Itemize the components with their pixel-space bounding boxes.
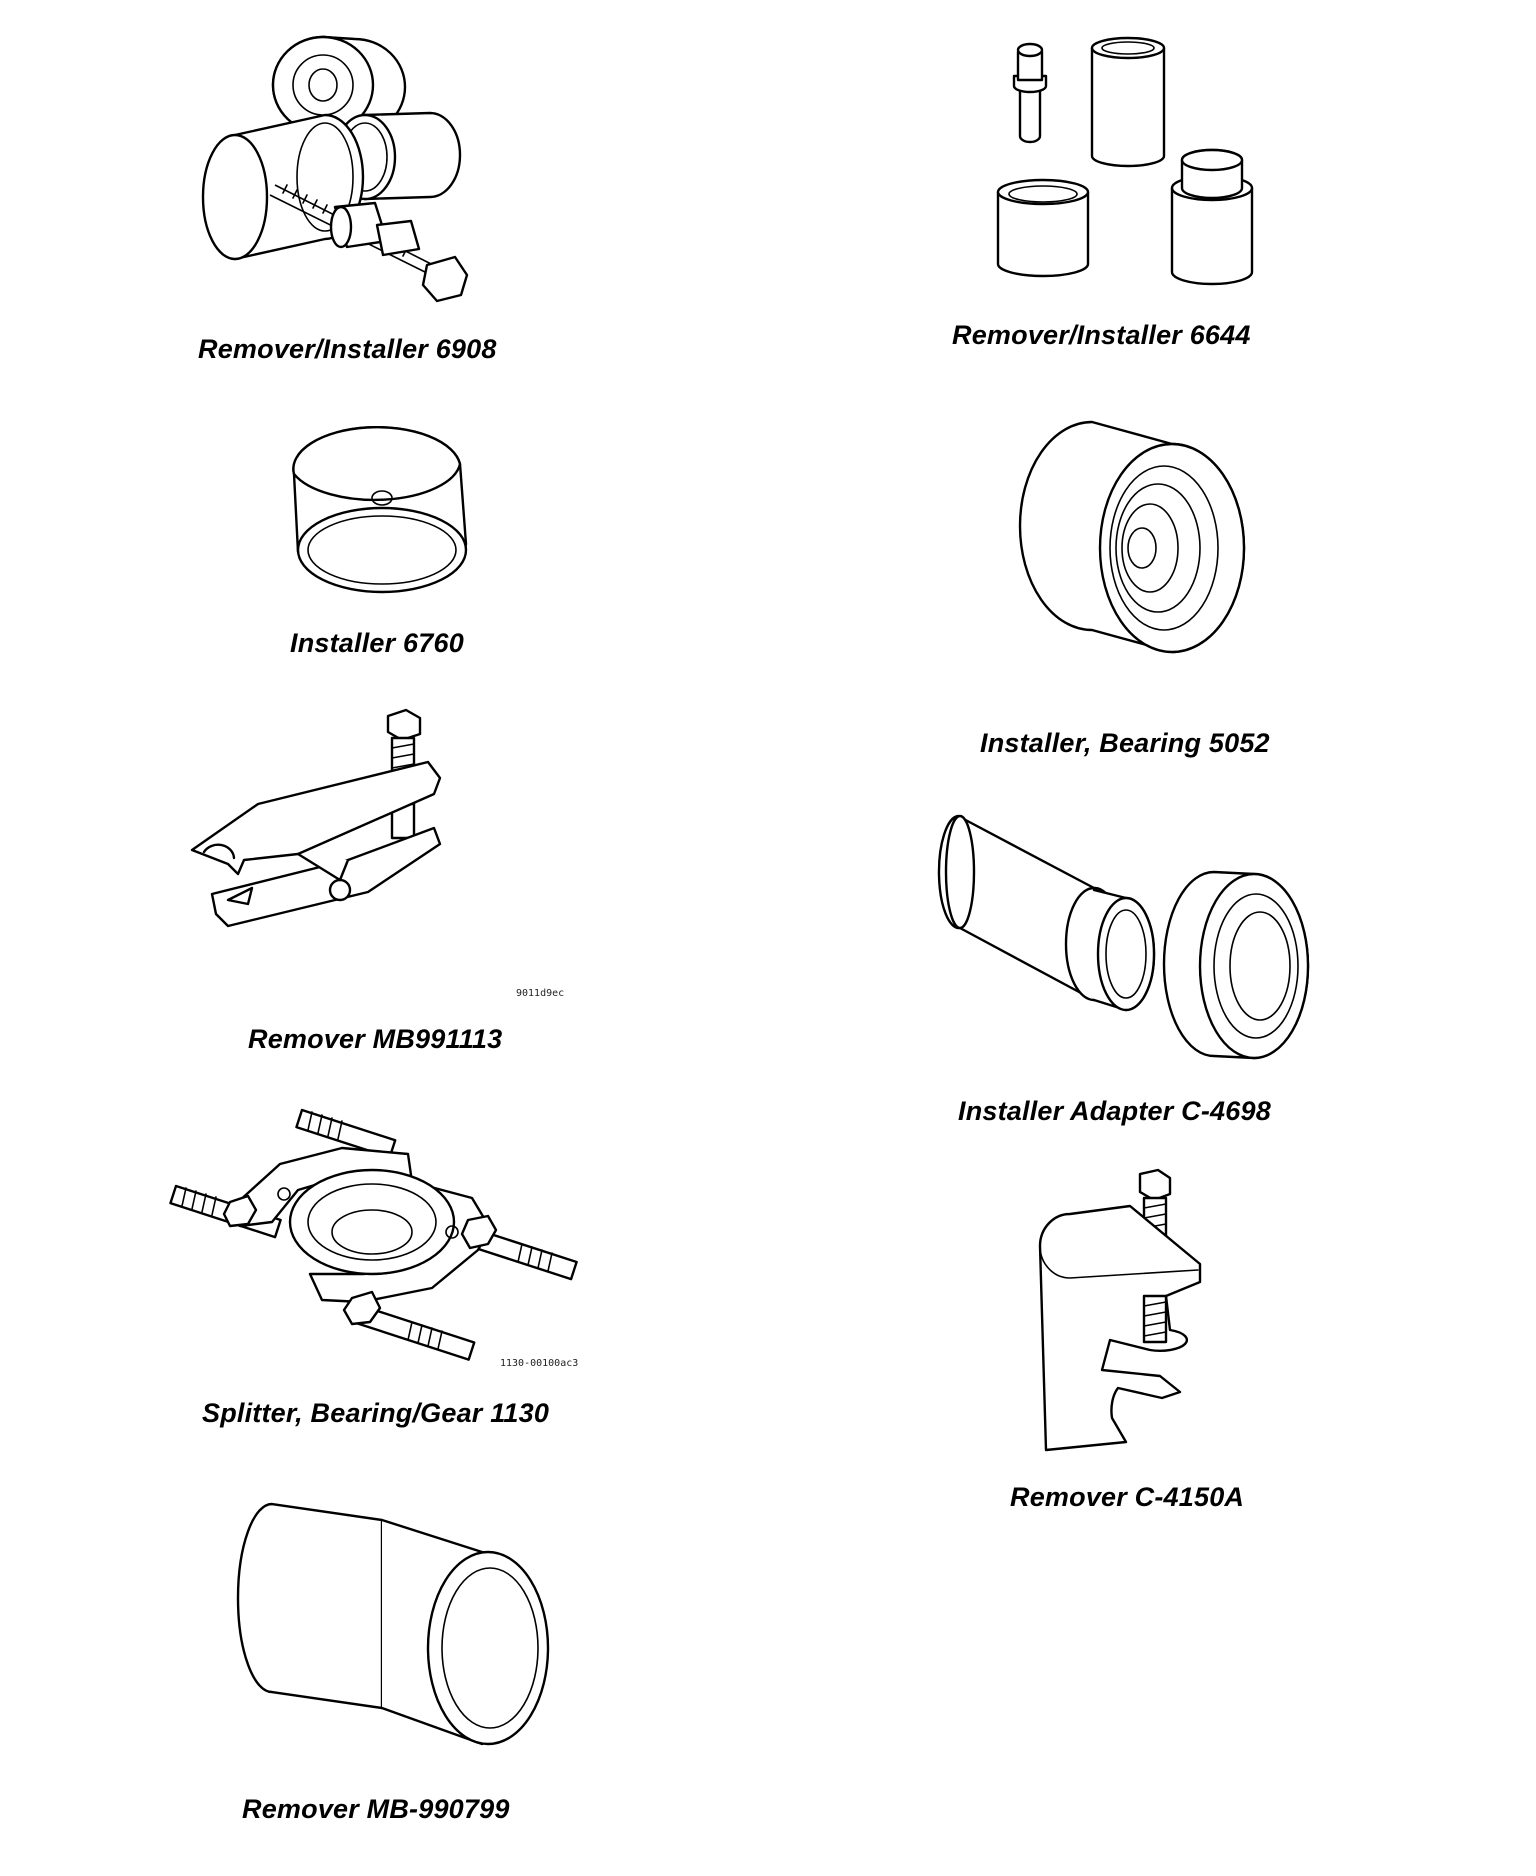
remover-installer-6644-illustration [990,28,1270,300]
tool-caption: Remover MB-990799 [242,1794,510,1824]
part-code: 1130-00100ac3 [500,1358,579,1369]
part-code: 9011d9ec [516,988,565,999]
tool-caption: Splitter, Bearing/Gear 1130 [202,1398,550,1428]
tool-caption: Installer Adapter C-4698 [958,1096,1271,1126]
remover-c-4150a-illustration [1030,1168,1202,1452]
installer-bearing-5052-illustration [1012,418,1252,664]
tool-caption: Installer, Bearing 5052 [980,728,1270,758]
splitter-bearing-gear-1130-illustration [169,1102,584,1361]
tool-caption: Installer 6760 [290,628,464,658]
tool-caption: Remover/Installer 6908 [198,334,497,364]
remover-mb991113-illustration [188,704,458,968]
remover-installer-6908-illustration [201,25,515,315]
tool-caption: Remover C-4150A [1010,1482,1245,1512]
tool-caption: Remover MB991113 [248,1024,503,1054]
installer-adapter-c-4698-illustration [937,800,1316,1066]
tool-caption: Remover/Installer 6644 [952,320,1251,350]
remover-mb-990799-illustration [232,1496,558,1746]
installer-6760-illustration [282,414,472,604]
